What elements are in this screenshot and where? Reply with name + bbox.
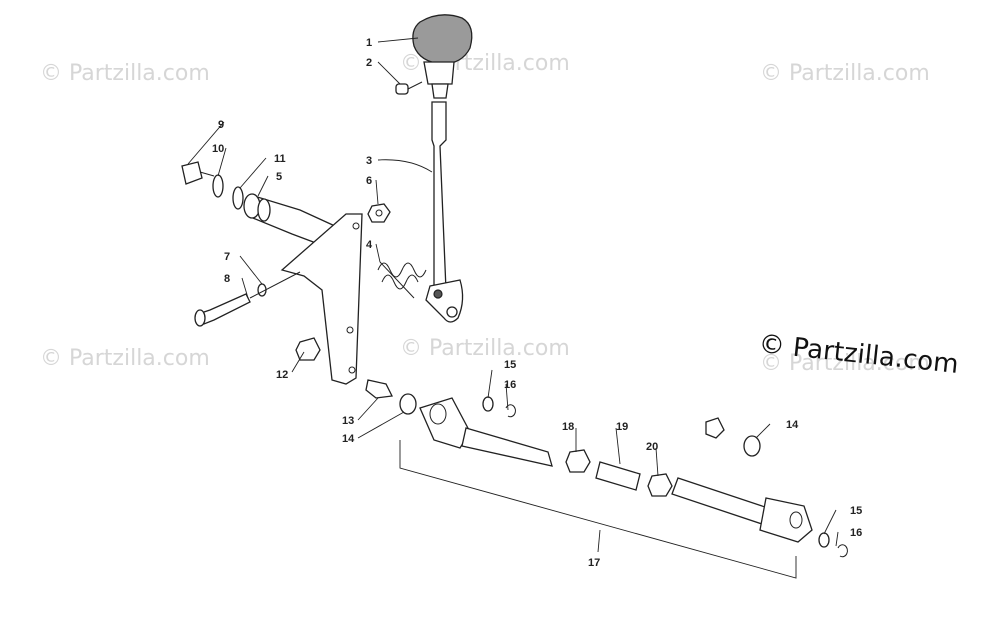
callout-label: 2 — [366, 57, 372, 69]
assembly-bracket-line — [399, 440, 797, 579]
callout-label: 17 — [588, 557, 600, 569]
bolt-9-part — [181, 161, 215, 185]
shift-lever-part — [425, 101, 464, 323]
flat-washer-part — [212, 174, 224, 198]
callout-label: 4 — [366, 239, 373, 251]
callout-label: 8 — [224, 273, 230, 285]
callout-label: 9 — [218, 119, 224, 131]
watermark: © Partzilla.com — [40, 346, 210, 371]
callout-label: 1 — [366, 37, 372, 49]
callout-label: 3 — [366, 155, 372, 167]
spring-part — [377, 261, 427, 299]
callout-label: 10 — [212, 143, 224, 155]
watermark: © Partzilla.com — [760, 351, 930, 376]
callout-labels: 1 2 3 4 5 6 7 8 9 10 11 12 13 14 14 14 1… — [212, 37, 862, 569]
watermark: © Partzilla.com — [400, 336, 570, 361]
callout-label: 16 — [504, 379, 516, 391]
callout-label: 14 — [342, 433, 355, 445]
callout-label: 20 — [646, 441, 658, 453]
callout-label: 18 — [562, 421, 574, 433]
shift-rod-assembly-part — [419, 397, 813, 543]
nut-12-part — [295, 337, 321, 361]
callout-label: 7 — [224, 251, 230, 263]
o-ring-part — [232, 186, 244, 210]
bolt-part — [194, 271, 301, 327]
clip-part — [482, 396, 848, 558]
screw-part — [395, 81, 423, 95]
ball-stud-part — [365, 379, 393, 399]
watermark: © Partzilla.com — [40, 61, 210, 86]
callout-label: 13 — [342, 415, 354, 427]
shift-knob-part — [412, 14, 473, 99]
watermark: © Partzilla.com — [760, 61, 930, 86]
leader-lines — [187, 37, 839, 553]
bushing-part — [399, 393, 761, 457]
callout-label: 11 — [274, 153, 286, 165]
nut-part — [367, 203, 391, 223]
jam-nut-part — [565, 449, 673, 497]
callout-label: 12 — [276, 369, 288, 381]
callout-label: 16 — [850, 527, 862, 539]
callout-label: 14 — [786, 419, 799, 431]
callout-label: 15 — [504, 359, 516, 371]
callout-label: 6 — [366, 175, 372, 187]
bracket-part — [280, 213, 363, 385]
callout-label: 5 — [276, 171, 282, 183]
callout-label: 19 — [616, 421, 628, 433]
callout-label: 15 — [850, 505, 862, 517]
